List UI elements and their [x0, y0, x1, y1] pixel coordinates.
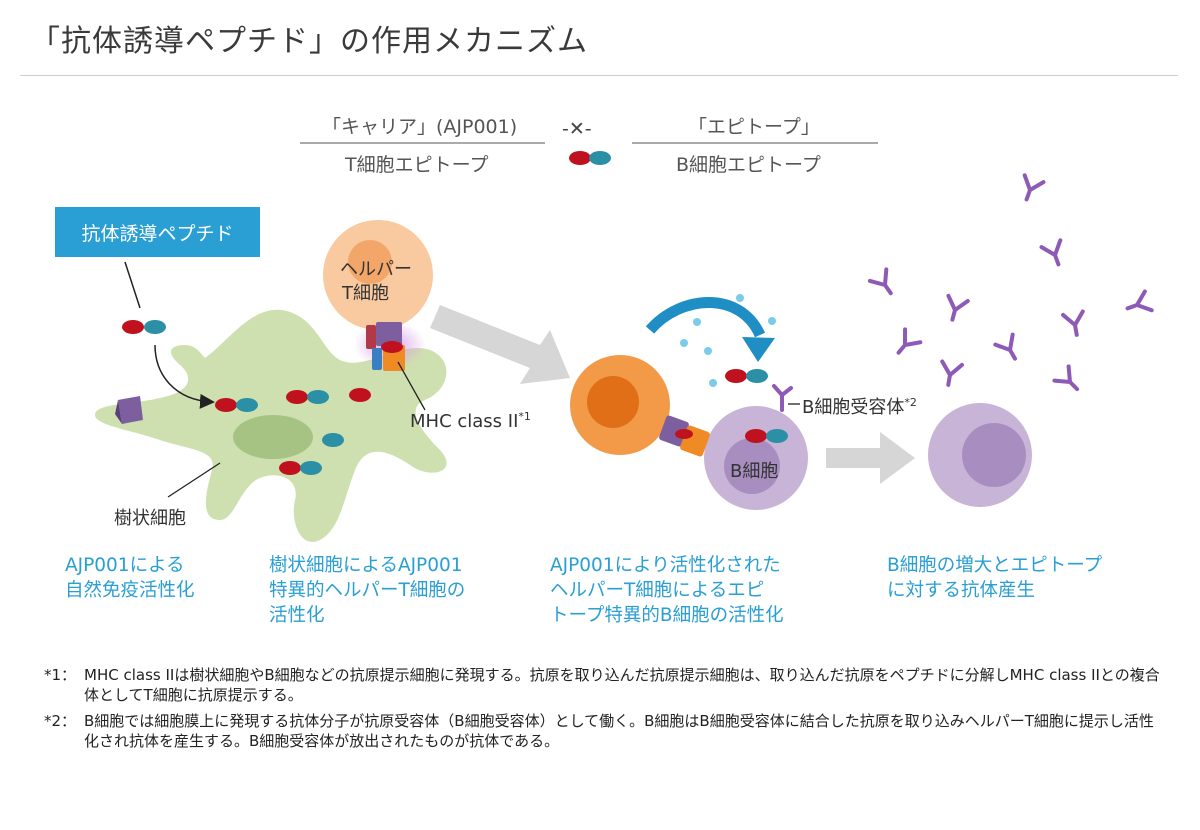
footnote-mark: *1： — [44, 666, 77, 684]
mhc-footnote-mark: *1 — [518, 410, 531, 423]
caption-step2: 樹状細胞によるAJP001 特異的ヘルパーT細胞の 活性化 — [269, 553, 465, 628]
dendritic-nucleus — [233, 415, 313, 459]
epitope-title: 「エピトープ」 — [688, 116, 820, 138]
caption-line: トープ特異的B細胞の活性化 — [550, 605, 784, 626]
caption-line: に対する抗体産生 — [887, 580, 1036, 601]
antibody-icon — [1061, 309, 1085, 337]
dendritic-cell-label: 樹状細胞 — [114, 508, 186, 529]
footnote-mark: *2： — [44, 712, 77, 730]
transition-arrow-1 — [430, 305, 570, 384]
carrier-title: 「キャリア」(AJP001) — [322, 116, 518, 138]
uptake-arrow — [154, 344, 215, 409]
transition-arrow-2 — [826, 432, 915, 484]
antibodies — [867, 173, 1154, 392]
caption-line: 特異的ヘルパーT細胞の — [269, 580, 466, 601]
page-title: 「抗体誘導ペプチド」の作用メカニズム — [30, 24, 588, 59]
caption-line: 樹状細胞によるAJP001 — [269, 555, 463, 576]
caption-step3: AJP001により活性化された ヘルパーT細胞によるエピ トープ特異的B細胞の活… — [550, 553, 784, 628]
b-cell-receptor — [772, 384, 793, 412]
caption-step4: B細胞の増大とエピトープ に対する抗体産生 — [887, 553, 1102, 603]
tcr-mhc-synapse — [659, 415, 710, 457]
footnote-text: B細胞では細胞膜上に発現する抗体分子が抗原受容体（B細胞受容体）として働く。B細… — [84, 712, 1154, 750]
dendritic-label-connector — [167, 462, 221, 498]
carrier-subtitle: T細胞エピトープ — [345, 154, 489, 176]
footnote-text: MHC class IIは樹状細胞やB細胞などの抗原提示細胞に発現する。抗原を取… — [84, 666, 1160, 704]
caption-line: B細胞の増大とエピトープ — [887, 555, 1103, 576]
helper-t-nucleus — [348, 240, 392, 284]
cytokine-arrow — [645, 297, 766, 338]
footnote-2: *2： B細胞では細胞膜上に発現する抗体分子が抗原受容体（B細胞受容体）として働… — [44, 711, 1164, 751]
title-divider — [20, 75, 1178, 76]
peptide-pair-3 — [279, 461, 322, 475]
caption-step1: AJP001による 自然免疫活性化 — [65, 553, 195, 603]
activated-helper-t-nucleus — [587, 376, 639, 428]
cytokine-arrowhead — [742, 337, 775, 362]
mhc-label-connector — [397, 361, 426, 411]
cross-symbol: -✕- — [562, 118, 592, 140]
cytokine-dots — [680, 294, 776, 387]
antibody-icon — [993, 332, 1017, 361]
antibody-icon — [1022, 173, 1046, 202]
caption-line: 自然免疫活性化 — [65, 580, 195, 601]
antibody-inducing-peptide-box: 抗体誘導ペプチド — [55, 207, 260, 257]
b-cell-nucleus — [724, 438, 780, 494]
b-cell-receptor-label: B細胞受容体*2 — [802, 393, 917, 419]
dendritic-mhc-cup — [115, 396, 143, 424]
peptide-pair-entry — [122, 320, 166, 334]
peptide-pair-2 — [286, 390, 329, 404]
mhc-label-text: MHC class II — [410, 411, 519, 432]
antibody-icon — [867, 267, 893, 296]
peptide-pair-b-cell — [745, 429, 788, 443]
antibody-icon — [946, 293, 970, 322]
b-receptor-footnote-mark: *2 — [904, 396, 917, 409]
mhc-complex — [366, 322, 405, 371]
helper-t-label-line1: ヘルパー — [340, 259, 412, 280]
epitope-subtitle: B細胞エピトープ — [676, 154, 821, 176]
antibody-icon — [896, 327, 923, 355]
caption-line: 活性化 — [269, 605, 325, 626]
mhc-label: MHC class II*1 — [410, 410, 531, 432]
peptide-teal-single — [322, 433, 344, 447]
helper-t-label-line2: T細胞 — [342, 283, 389, 304]
antibody-icon — [940, 359, 964, 387]
b-cell-label: B細胞 — [730, 461, 779, 482]
caption-line: AJP001による — [65, 555, 185, 576]
header-peptide-icon — [569, 151, 611, 165]
antibody-icon — [1052, 364, 1080, 392]
peptide-box-connector — [124, 261, 141, 309]
footnote-1: *1： MHC class IIは樹状細胞やB細胞などの抗原提示細胞に発現する。… — [44, 665, 1164, 705]
peptide-pair-free — [725, 369, 768, 383]
peptide-pair-1 — [215, 398, 258, 412]
peptide-red-single — [349, 388, 371, 402]
antibody-icon — [1039, 238, 1063, 267]
antibody-icon — [1125, 289, 1154, 313]
caption-line: AJP001により活性化された — [550, 555, 781, 576]
caption-line: ヘルパーT細胞によるエピ — [550, 580, 765, 601]
proliferated-b-cell-nucleus — [962, 423, 1026, 487]
b-cell-receptor-text: B細胞受容体 — [802, 397, 905, 418]
